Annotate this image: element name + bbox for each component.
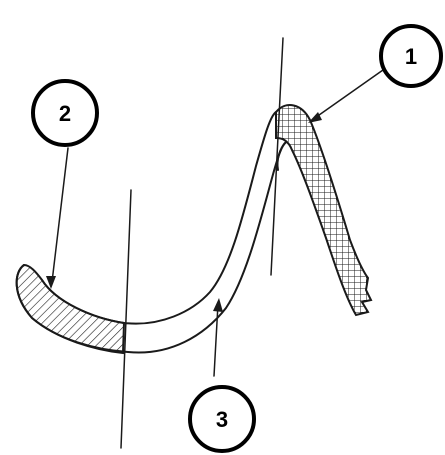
left-reference-line — [120, 189, 132, 449]
arrow-1 — [308, 69, 384, 123]
callout-1: 1 — [379, 24, 443, 88]
callout-3-label: 3 — [216, 407, 228, 432]
arrow-2 — [46, 147, 69, 289]
callout-1-label: 1 — [405, 44, 417, 69]
callout-3: 3 — [188, 385, 256, 453]
crosshatched-tip-region — [275, 104, 373, 317]
hook-body-inner — [41, 111, 277, 325]
right-reference-line — [270, 37, 284, 276]
hook-inner-curve — [276, 141, 287, 171]
callout-2: 2 — [31, 79, 99, 147]
arrow-3 — [213, 298, 223, 377]
callout-2-label: 2 — [59, 101, 71, 126]
hook-body-outer — [15, 141, 287, 354]
